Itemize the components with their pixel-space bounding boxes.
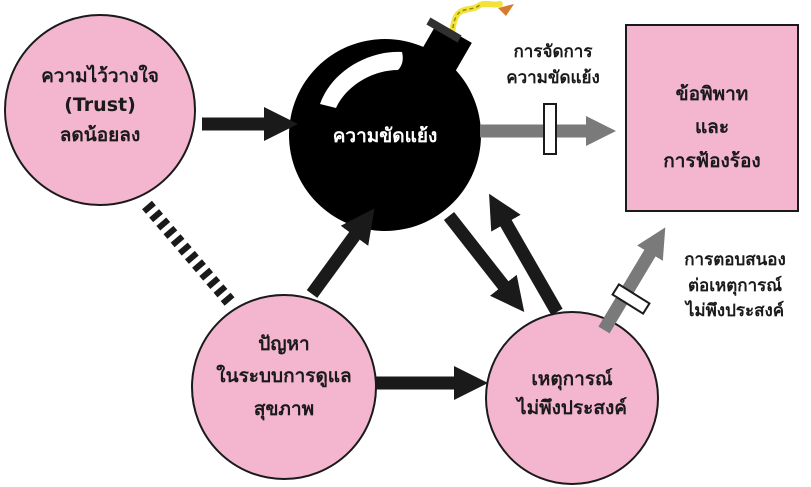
conflict-management-line2: ความขัดแย้ง xyxy=(506,67,600,88)
bomb-icon xyxy=(289,0,514,231)
trust-node-label: ความไว้วางใจ (Trust) ลดน้อยลง xyxy=(10,62,190,150)
dispute-label-line3: การฟ้องร้อง xyxy=(663,149,761,172)
adverse-label-line2: ไม่พึงประสงค์ xyxy=(517,397,627,420)
problem-label-line1: ปัญหา xyxy=(258,333,310,355)
conflict-management-line1: การจัดการ xyxy=(513,42,593,62)
dispute-node xyxy=(625,24,799,212)
dispute-label-line2: และ xyxy=(694,116,730,139)
conflict-label: ความขัดแย้ง xyxy=(332,125,438,147)
adverse-node-label: เหตุการณ์ ไม่พึงประสงค์ xyxy=(490,365,654,424)
trust-label-line2: (Trust) xyxy=(64,94,136,117)
response-line3: ไม่พึงประสงค์ xyxy=(685,301,785,321)
trust-node xyxy=(4,14,196,206)
problem-node-label: ปัญหา ในระบบการดูแล สุขภาพ xyxy=(196,328,372,425)
dotted-link-trust-problem xyxy=(142,200,235,307)
arrow-adverse-to-conflict xyxy=(489,193,563,316)
dispute-label-line1: ข้อพิพาท xyxy=(675,83,749,105)
arrow-problem-to-conflict xyxy=(306,208,375,298)
adverse-label-line1: เหตุการณ์ xyxy=(531,368,613,390)
conflict-management-annotation: การจัดการ ความขัดแย้ง xyxy=(478,40,628,91)
arrow-adverse-to-dispute xyxy=(598,227,666,334)
valve-marker-response xyxy=(611,282,651,316)
trust-label-line1: ความไว้วางใจ xyxy=(41,65,159,87)
valve-marker-conflict-management xyxy=(543,103,557,155)
dispute-node-label: ข้อพิพาท และ การฟ้องร้อง xyxy=(630,78,794,178)
problem-label-line2: ในระบบการดูแล xyxy=(216,365,352,388)
response-line2: ต่อเหตุการณ์ xyxy=(687,275,783,296)
response-line1: การตอบสนอง xyxy=(684,250,786,270)
response-annotation: การตอบสนอง ต่อเหตุการณ์ ไม่พึงประสงค์ xyxy=(660,248,810,325)
arrow-conflict-to-adverse xyxy=(443,211,525,313)
trust-label-line3: ลดน้อยลง xyxy=(59,123,141,146)
conflict-node-label: ความขัดแย้ง xyxy=(300,122,470,151)
problem-label-line3: สุขภาพ xyxy=(253,397,315,420)
